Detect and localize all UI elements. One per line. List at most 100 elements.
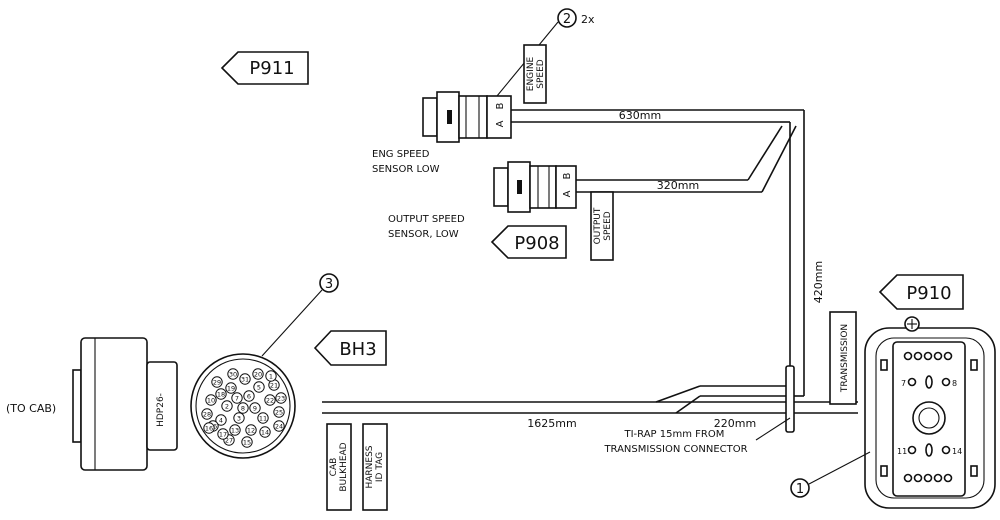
callout-2: 2 2x bbox=[496, 8, 595, 97]
bulkhead-pin bbox=[273, 406, 285, 418]
connector-p910: 7 8 11 14 bbox=[864, 316, 996, 509]
p911-pin-a: A bbox=[495, 120, 506, 127]
bulkhead-pin bbox=[225, 382, 237, 394]
output-speed-label: OUTPUT bbox=[593, 207, 603, 244]
bulkhead-pin-label: 13 bbox=[231, 426, 239, 434]
callout-2-number: 2 bbox=[563, 12, 571, 27]
p910-pin-7: 7 bbox=[901, 379, 906, 388]
cab-bulkhead-label: CAB bbox=[329, 458, 339, 477]
connector-hdp26: HDP26- bbox=[72, 337, 178, 471]
dim-220mm: 220mm bbox=[714, 417, 756, 430]
bulkhead-pin-label: 5 bbox=[257, 383, 261, 391]
p908-pin-b: B bbox=[562, 172, 573, 179]
p910-pin-11: 11 bbox=[897, 447, 907, 456]
bulkhead-pin-label: 30 bbox=[229, 370, 237, 378]
bulkhead-pin bbox=[275, 392, 287, 404]
bulkhead-pin bbox=[249, 402, 261, 414]
tag-p911-label: P911 bbox=[249, 58, 294, 79]
bulkhead-pin-label: 17 bbox=[219, 430, 227, 438]
dim-630mm: 630mm bbox=[619, 109, 661, 122]
bulkhead-pin bbox=[259, 426, 271, 438]
harness-trunk bbox=[322, 109, 858, 441]
bulkhead-pin bbox=[257, 412, 269, 424]
p910-pin-8: 8 bbox=[952, 379, 957, 388]
tag-p910-label: P910 bbox=[906, 283, 951, 304]
bulkhead-pin bbox=[231, 392, 243, 404]
dim-1625mm: 1625mm bbox=[527, 417, 576, 430]
p910-pin-row-2: 7 8 bbox=[901, 375, 957, 389]
bulkhead-pin bbox=[273, 420, 285, 432]
bulkhead-pin-label: 24 bbox=[275, 422, 283, 430]
bulkhead-pin bbox=[205, 394, 217, 406]
tirap-note: TI-RAP 15mm FROM TRANSMISSION CONNECTOR bbox=[603, 429, 747, 455]
bulkhead-pin bbox=[252, 368, 264, 380]
bulkhead-pin-label: 4 bbox=[219, 416, 223, 424]
bulkhead-pin-label: 20 bbox=[254, 370, 262, 378]
bulkhead-pin-label: 7 bbox=[235, 394, 239, 402]
bulkhead-pin bbox=[215, 414, 227, 426]
bulkhead-pin bbox=[201, 408, 213, 420]
bulkhead-pin-label: 8 bbox=[241, 404, 245, 412]
transmission-box: TRANSMISSION bbox=[829, 311, 857, 405]
bulkhead-pin-label: 12 bbox=[247, 426, 255, 434]
bulkhead-pin-label: 1 bbox=[269, 372, 273, 380]
tag-p910: P910 bbox=[878, 274, 964, 310]
bulkhead-pin bbox=[243, 390, 255, 402]
bulkhead-pin bbox=[215, 388, 227, 400]
eng-sensor-label: ENG SPEED SENSOR LOW bbox=[372, 149, 440, 175]
bulkhead-pin-label: 29 bbox=[213, 378, 221, 386]
bulkhead-pin-label: 3 bbox=[237, 414, 241, 422]
p910-pin-row-bottom bbox=[903, 473, 953, 483]
bulkhead-pin bbox=[239, 373, 251, 385]
p910-pin-row-top bbox=[903, 351, 953, 361]
callout-3-number: 3 bbox=[325, 277, 333, 292]
bulkhead-pin bbox=[233, 412, 245, 424]
connector-p911: B A bbox=[422, 91, 512, 143]
bulkhead-pin bbox=[221, 400, 233, 412]
harness-tag-label-2: ID TAG bbox=[375, 452, 385, 482]
callout-2-quantity: 2x bbox=[581, 13, 595, 26]
p910-pin-14: 14 bbox=[952, 447, 962, 456]
harness-tag-label: HARNESS bbox=[365, 445, 375, 488]
engine-speed-box: ENGINE SPEED bbox=[523, 44, 547, 104]
bulkhead-pin-label: 25 bbox=[275, 408, 283, 416]
bulkhead-pin-label: 15 bbox=[243, 438, 251, 446]
bulkhead-pin bbox=[237, 402, 249, 414]
engine-speed-label-2: SPEED bbox=[536, 59, 546, 89]
tag-p908: P908 bbox=[490, 225, 567, 259]
cab-bulkhead-label-2: BULKHEAD bbox=[339, 442, 349, 491]
bulkhead-pin-label: 9 bbox=[253, 404, 257, 412]
bulkhead-pin-label: 27 bbox=[225, 436, 233, 444]
transmission-label: TRANSMISSION bbox=[840, 324, 850, 393]
bulkhead-pin bbox=[227, 368, 239, 380]
to-cab-label: (TO CAB) bbox=[6, 402, 56, 415]
bulkhead-pin-label: 14 bbox=[261, 428, 269, 436]
p908-pin-a: A bbox=[562, 190, 573, 197]
output-speed-box: OUTPUT SPEED bbox=[590, 191, 614, 261]
bulkhead-pin bbox=[264, 394, 276, 406]
bulkhead-pin bbox=[265, 370, 277, 382]
bulkhead-pin-label: 18 bbox=[217, 390, 225, 398]
bulkhead-pin-label: 22 bbox=[266, 396, 274, 404]
dim-320mm: 320mm bbox=[657, 179, 699, 192]
tag-bh3-label: BH3 bbox=[339, 339, 376, 360]
callout-1-number: 1 bbox=[796, 482, 804, 497]
bulkhead-pin bbox=[245, 424, 257, 436]
bulkhead-pin bbox=[203, 422, 215, 434]
bulkhead-pin-label: 19 bbox=[227, 384, 235, 392]
bulkhead-pin bbox=[241, 436, 253, 448]
p911-pin-b: B bbox=[495, 102, 506, 109]
bulkhead-pin-label: 21 bbox=[270, 381, 278, 389]
bulkhead-pin-label: 2 bbox=[225, 402, 229, 410]
bulkhead-pin bbox=[229, 424, 241, 436]
callout-3: 3 bbox=[261, 273, 339, 357]
bulkhead-pin-label: 11 bbox=[259, 414, 267, 422]
out-sensor-label: OUTPUT SPEED SENSOR, LOW bbox=[388, 214, 468, 240]
dim-420mm: 420mm bbox=[812, 261, 825, 303]
tag-bh3: BH3 bbox=[313, 330, 387, 366]
bulkhead-pin bbox=[217, 428, 229, 440]
p910-pin-row-3: 11 14 bbox=[897, 443, 962, 457]
hdp26-label: HDP26- bbox=[156, 393, 166, 427]
bulkhead-pin-label: 31 bbox=[241, 375, 249, 383]
